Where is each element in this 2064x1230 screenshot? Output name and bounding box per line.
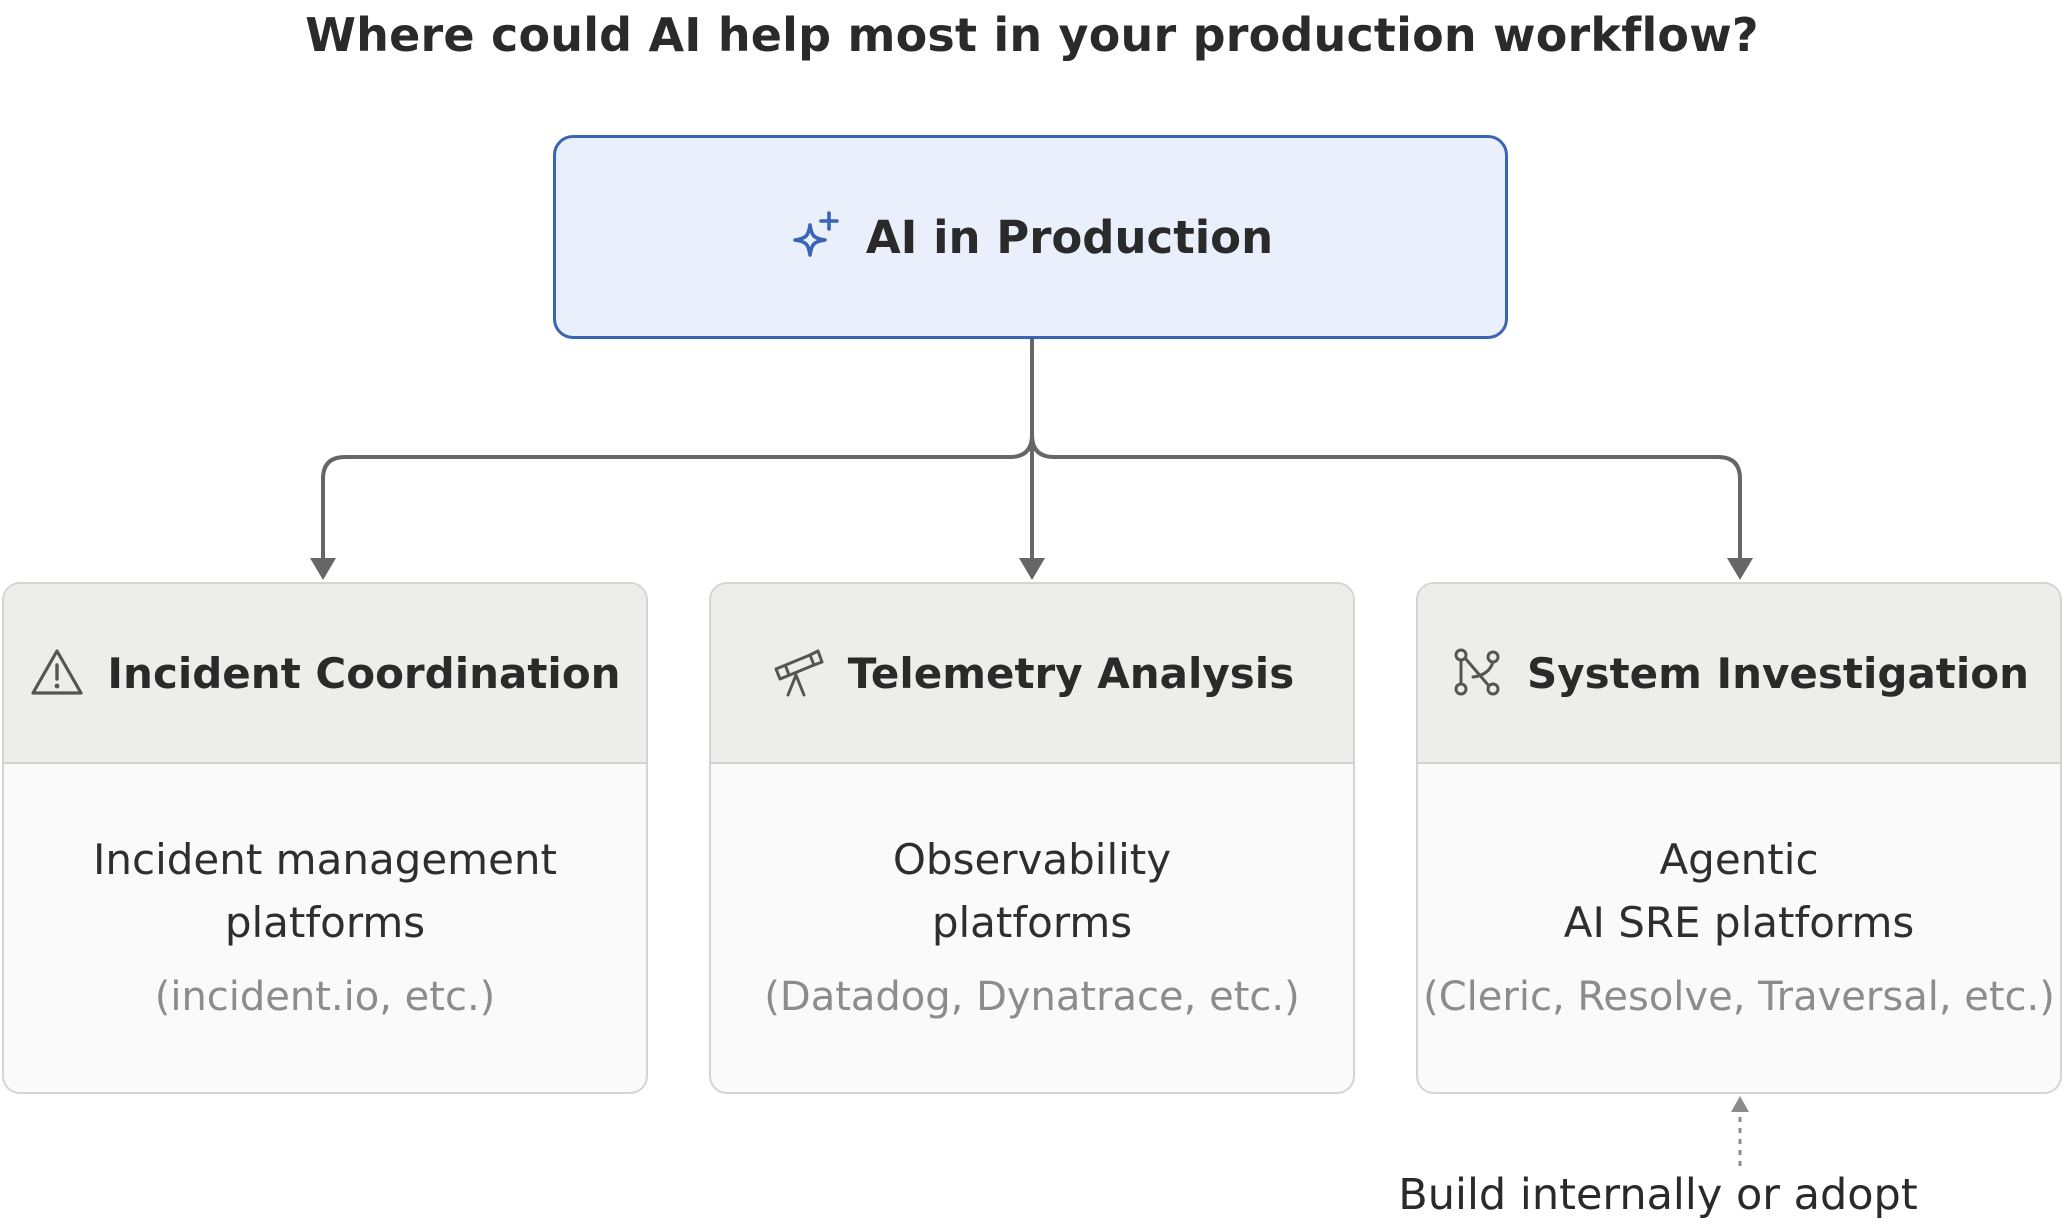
category-card-telemetry-analysis: Telemetry Analysis Observability platfor… — [709, 582, 1355, 1094]
graph-nodes-icon — [1454, 648, 1500, 696]
card-description-line: Observability — [892, 835, 1172, 884]
card-title: Incident Coordination — [107, 648, 621, 698]
arrowhead-right — [1727, 558, 1753, 580]
card-description-line: platforms — [931, 898, 1133, 947]
card-header: System Investigation — [1418, 584, 2060, 764]
card-title: System Investigation — [1526, 648, 2030, 698]
telescope-icon — [774, 649, 824, 697]
build-or-adopt-note: Build internally or adopt — [1398, 1170, 1918, 1220]
card-description-line: Incident management — [92, 835, 558, 884]
card-title: Telemetry Analysis — [847, 648, 1295, 698]
card-examples: (Cleric, Resolve, Traversal, etc.) — [1423, 974, 2055, 1020]
connector-left — [321, 434, 1034, 560]
note-arrowhead — [1731, 1096, 1749, 1112]
card-body: Observability platforms (Datadog, Dynatr… — [711, 764, 1353, 1020]
arrowhead-middle — [1019, 558, 1045, 580]
arrowhead-left — [310, 558, 336, 580]
card-body: Agentic AI SRE platforms (Cleric, Resolv… — [1418, 764, 2060, 1020]
card-header: Incident Coordination — [4, 584, 646, 764]
card-examples: (incident.io, etc.) — [154, 974, 496, 1020]
sparkle-icon — [793, 211, 839, 257]
diagram-title: Where could AI help most in your product… — [305, 8, 1759, 62]
card-description-line: AI SRE platforms — [1563, 898, 1915, 947]
card-body: Incident management platforms (incident.… — [4, 764, 646, 1020]
card-description-line: Agentic — [1659, 835, 1819, 884]
card-description-line: platforms — [224, 898, 426, 947]
card-examples: (Datadog, Dynatrace, etc.) — [764, 974, 1300, 1020]
card-header: Telemetry Analysis — [711, 584, 1353, 764]
warning-triangle-icon — [31, 649, 84, 695]
root-label: AI in Production — [865, 210, 1274, 264]
root-node: AI in Production — [553, 135, 1508, 339]
category-card-incident-coordination: Incident Coordination Incident managemen… — [2, 582, 648, 1094]
category-card-system-investigation: System Investigation Agentic AI SRE plat… — [1416, 582, 2062, 1094]
connector-right — [1030, 434, 1742, 560]
